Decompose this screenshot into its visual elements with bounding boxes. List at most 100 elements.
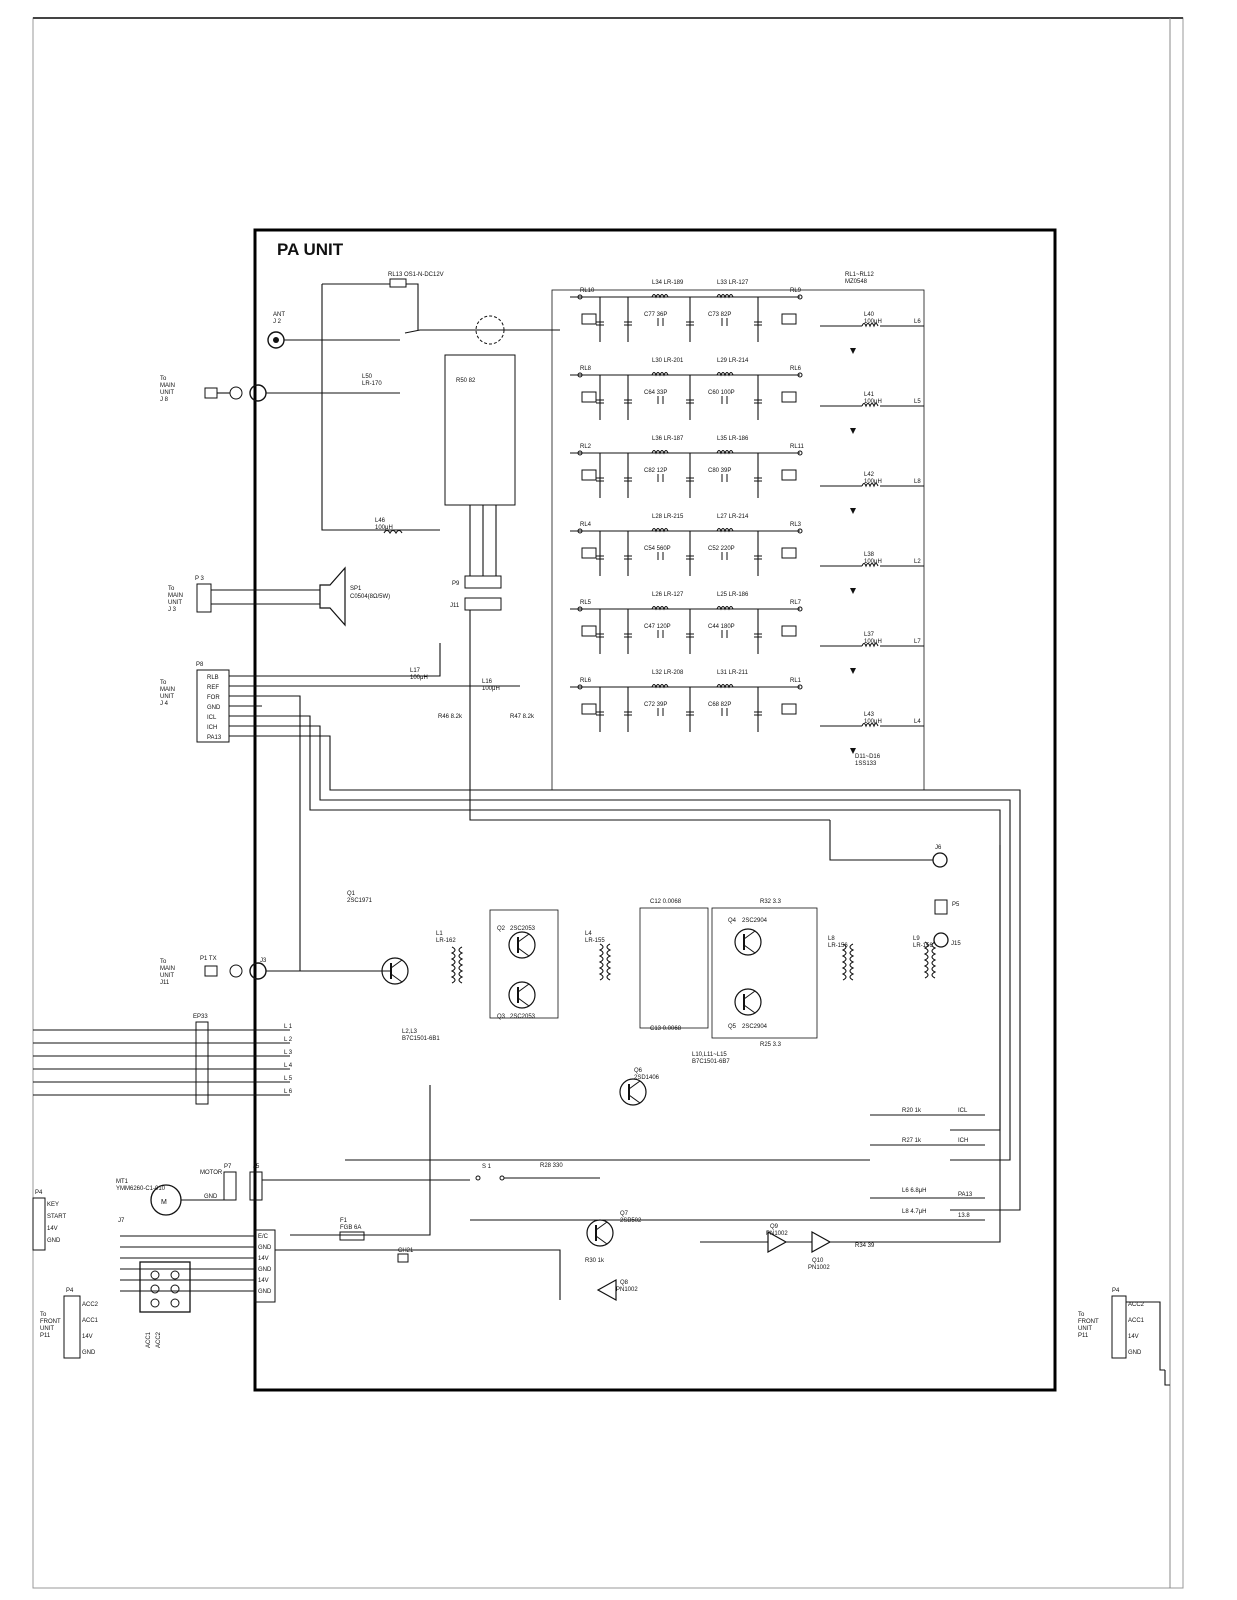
relay-label: RL11 [790, 444, 805, 450]
p8-pin-3: FOR [207, 695, 220, 701]
relay-contact [577, 606, 583, 612]
transformer-coil [841, 943, 847, 981]
cap-label: C72 39P [644, 702, 667, 708]
output-coil-value: 100μH [864, 639, 882, 645]
j5-label: J5 [253, 1164, 260, 1170]
left-p4-pin-3: 14V [82, 1334, 93, 1340]
j11-label: J11 [450, 603, 460, 609]
relay-label: RL6 [790, 366, 802, 372]
ch21-label: CH21 [398, 1248, 414, 1254]
balance-network [639, 907, 709, 1029]
ep33-line-label: L 3 [284, 1050, 293, 1056]
left-pin-acc2: ACC2 [156, 1331, 162, 1348]
transistor-collector [595, 1221, 608, 1231]
output-coil-value: 100μH [864, 719, 882, 725]
coil-label: L25 LR-186 [717, 592, 749, 598]
p3-dest-4: J 3 [168, 607, 177, 613]
output-coil-value: 100μH [864, 319, 882, 325]
output-coil-symbol [861, 322, 879, 328]
relays-part: MZ0548 [845, 279, 868, 285]
diodes-label: D11~D16 [855, 754, 881, 760]
transistor-symbol [619, 1078, 647, 1106]
transistor-emitter [743, 1004, 756, 1014]
p8-pin-5: ICL [207, 715, 217, 721]
l50-part: LR-170 [362, 381, 382, 387]
cap-label: C47 120P [644, 624, 671, 630]
coil-symbol [716, 527, 734, 533]
left-p4-connector [63, 1295, 81, 1359]
q9-part: PN1002 [766, 1231, 788, 1237]
motor-pin-2: GND [204, 1194, 218, 1200]
j7-hole [170, 1270, 180, 1280]
cap-label: C77 36P [644, 312, 667, 318]
diode-symbol [850, 588, 856, 594]
p9-label: P9 [452, 581, 460, 587]
q2-label: Q2 [497, 926, 506, 932]
relay-rl13-coil [389, 278, 407, 288]
cap-label: C52 220P [708, 546, 735, 552]
relay-coil [781, 625, 797, 637]
relay-label: RL9 [790, 288, 802, 294]
transistor-symbol [381, 957, 409, 985]
relay-label: RL8 [580, 366, 592, 372]
transformer-coil [923, 941, 929, 979]
transistor-symbol [734, 928, 762, 956]
coil-label: L29 LR-214 [717, 358, 749, 364]
right-p4-pin-4: GND [1128, 1350, 1142, 1356]
l9-label: L9 [913, 936, 920, 942]
output-coil-label: L42 [864, 472, 875, 478]
coil-label: L28 LR-215 [652, 514, 684, 520]
c12-label: C12 0.0068 [650, 899, 682, 905]
ep33-line-label: L 1 [284, 1024, 293, 1030]
transformer-coil [849, 943, 855, 981]
transistor-stage [381, 928, 937, 1247]
q7-label: Q7 [620, 1211, 629, 1217]
l1-part: LR-162 [436, 938, 456, 944]
edge-p4-pin-3: 14V [47, 1226, 58, 1232]
transformer-coil [450, 946, 456, 984]
output-line-label: L8 [914, 479, 921, 485]
relay-contact [797, 372, 803, 378]
l46-coil [383, 529, 403, 535]
output-coil-label: L40 [864, 312, 875, 318]
tx-jack-label: J3 [260, 958, 267, 964]
p8-dest-3: UNIT [160, 694, 174, 700]
r32-label: R32 3.3 [760, 899, 782, 905]
wire-p8-3 [229, 695, 301, 820]
l-note-2: B7C1501-6B1 [402, 1036, 440, 1042]
left-p4-label: P4 [66, 1288, 74, 1294]
p8-dest-2: MAIN [160, 687, 175, 693]
p8-pin-4: GND [207, 705, 221, 711]
coil-label: L26 LR-127 [652, 592, 684, 598]
motor-m: M [161, 1199, 167, 1206]
j15-label: J15 [951, 941, 961, 947]
q6-label: Q6 [634, 1068, 643, 1074]
right-p4-dest-2: FRONT [1078, 1319, 1099, 1325]
output-line-label: L7 [914, 639, 921, 645]
p3-connector [196, 583, 212, 613]
right-p4-connector [1111, 1295, 1127, 1359]
speaker-label: SP1 [350, 586, 362, 592]
transistor-body [619, 1078, 647, 1106]
c13-label: C13 0.0068 [650, 1026, 682, 1032]
pa-unit-frame [253, 228, 1057, 1392]
output-coil-value: 100μH [864, 399, 882, 405]
transistor-emitter [517, 947, 530, 957]
p8-dest-4: J 4 [160, 701, 169, 707]
relay-coil [581, 469, 597, 481]
j7-hole [170, 1284, 180, 1294]
output-coil-value: 100μH [864, 559, 882, 565]
relay-label: RL10 [580, 288, 595, 294]
relay-coil [781, 313, 797, 325]
edge-p4-label: P4 [35, 1190, 43, 1196]
transistor-symbol [508, 931, 536, 959]
transistor-collector [743, 990, 756, 1000]
q5-label: Q5 [728, 1024, 737, 1030]
driver-pair-box [489, 909, 559, 1019]
